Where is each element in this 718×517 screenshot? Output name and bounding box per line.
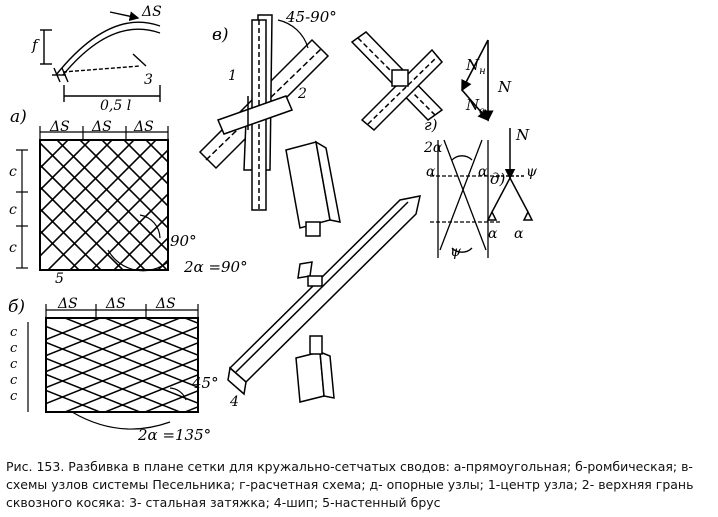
label-c-a3: с <box>9 240 17 256</box>
calc-scheme <box>430 139 500 258</box>
support-node <box>486 128 534 221</box>
label-NB: Nв <box>465 96 485 117</box>
panel-a-label: а) <box>10 107 27 127</box>
label-c-b2: с <box>10 341 18 356</box>
label-45: 45° <box>191 374 219 392</box>
label-N-top: N <box>497 78 512 96</box>
label-1: 1 <box>228 68 237 84</box>
label-delta-s-top: ΔS <box>141 4 162 20</box>
label-N-d: N <box>515 126 530 144</box>
label-c-b3: с <box>10 357 18 372</box>
slot-block-bottom <box>295 335 335 403</box>
node-cross-v <box>198 14 330 211</box>
label-4: 4 <box>229 394 239 410</box>
label-c-a1: с <box>9 164 17 180</box>
label-NH: Nн <box>465 56 486 77</box>
label-2: 2 <box>297 86 307 102</box>
label-2alpha-g: 2α <box>423 140 443 156</box>
tenon-block-top <box>285 140 341 237</box>
label-psi-d: ψ <box>526 164 538 180</box>
label-alpha-d1: α <box>488 226 498 242</box>
arch-sketch <box>40 11 161 102</box>
label-alpha-d2: α <box>514 226 524 242</box>
rhombic-grid <box>45 317 199 430</box>
technical-figure: f 0,5 l 3 ΔS а) ΔS ΔS ΔS с с с <box>8 4 538 444</box>
label-3: 3 <box>144 72 153 88</box>
label-45-90: 45-90° <box>285 8 337 26</box>
label-c-b4: с <box>10 373 18 388</box>
label-2alpha-135: 2α =135° <box>137 426 211 444</box>
panel-b-label: б) <box>8 297 25 317</box>
panel-g-label: г) <box>424 116 438 134</box>
dimension-col-a <box>16 149 28 269</box>
dimension-row-b <box>45 304 199 318</box>
label-alpha-g2: α <box>478 164 488 180</box>
node-cross-g <box>350 31 444 132</box>
panel-d-label: д) <box>490 170 506 188</box>
label-psi-g: ψ <box>450 244 462 260</box>
beam-with-tenon <box>227 195 421 396</box>
label-2alpha-90: 2α =90° <box>183 258 248 276</box>
label-ds-a2: ΔS <box>91 119 112 135</box>
label-5: 5 <box>55 271 64 287</box>
label-alpha-g1: α <box>426 164 436 180</box>
force-diagram <box>461 39 494 122</box>
label-90: 90° <box>170 232 197 250</box>
label-ds-b1: ΔS <box>57 296 78 312</box>
label-ds-b2: ΔS <box>105 296 126 312</box>
rectangular-grid <box>39 139 169 272</box>
label-c-b5: с <box>10 389 18 404</box>
figure-caption: Рис. 153. Разбивка в плане сетки для кру… <box>6 458 714 512</box>
label-half-l: 0,5 l <box>100 98 131 114</box>
label-ds-b3: ΔS <box>155 296 176 312</box>
label-c-a2: с <box>9 202 17 218</box>
angle-arc-v <box>277 19 309 49</box>
label-f: f <box>31 36 40 54</box>
label-ds-a3: ΔS <box>133 119 154 135</box>
caption-text: Рис. 153. Разбивка в плане сетки для кру… <box>6 459 694 510</box>
dimension-row-a <box>39 126 169 140</box>
panel-v-label: в) <box>212 25 229 45</box>
label-ds-a1: ΔS <box>49 119 70 135</box>
label-c-b1: с <box>10 325 18 340</box>
